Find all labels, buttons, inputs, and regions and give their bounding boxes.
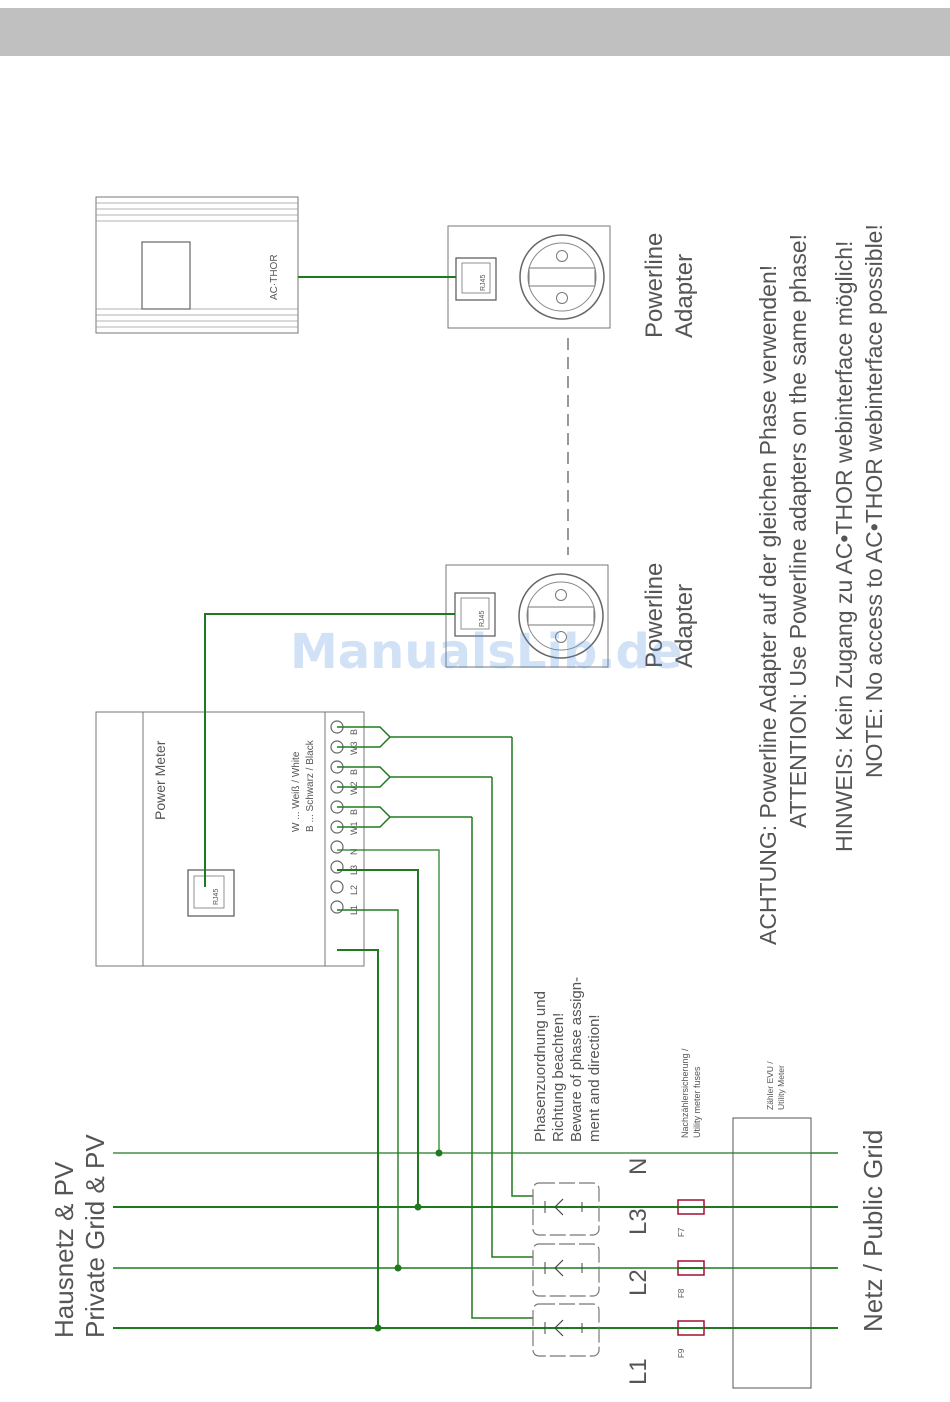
powerline-adapter-top: RJ45 Powerline Adapter	[447, 225, 698, 338]
power-meter: Power Meter RJ45 W ... Weiß / White B ..…	[95, 711, 365, 967]
svg-text:RJ45: RJ45	[480, 275, 487, 291]
meter-terminal-label: N	[349, 849, 359, 856]
legend-black: B ... Schwarz / Black	[305, 739, 316, 832]
public-grid-label: Netz / Public Grid	[858, 1130, 888, 1332]
svg-text:L2: L2	[625, 1269, 652, 1296]
power-meter-title: Power Meter	[152, 740, 168, 820]
svg-text:ment and direction!: ment and direction!	[586, 1014, 603, 1142]
fuse-label: F9	[677, 1348, 686, 1358]
meter-terminal-label: B	[349, 809, 359, 815]
meter-terminal-label: W2	[349, 782, 359, 796]
current-transformer	[532, 1243, 600, 1297]
note-hinweis: HINWEIS: Kein Zugang zu AC•THOR webinter…	[831, 241, 857, 852]
fuse-label: F8	[677, 1288, 686, 1298]
svg-text:L1: L1	[625, 1358, 652, 1385]
phase-assignment-note: Phasenzuordnung und Richtung beachten! B…	[532, 977, 603, 1142]
current-transformers	[532, 1182, 600, 1357]
meter-terminal-label: B	[349, 729, 359, 735]
watermark: ManualsLib.de	[290, 624, 682, 680]
note-achtung: ACHTUNG: Powerline Adapter auf der gleic…	[755, 265, 781, 945]
wires	[113, 276, 838, 1329]
ac-thor-display	[141, 241, 191, 310]
powerline-adapter-label: Adapter	[671, 254, 698, 338]
note-note: NOTE: No access to AC•THOR webinterface …	[861, 224, 887, 778]
junction-dots	[374, 1149, 443, 1332]
svg-text:Nachzählersicherung /: Nachzählersicherung /	[680, 1048, 690, 1138]
svg-text:Richtung beachten!: Richtung beachten!	[550, 1013, 567, 1142]
fuse-note: Nachzählersicherung / Utility meter fuse…	[680, 1048, 702, 1138]
private-grid-label: Hausnetz & PV	[49, 1161, 79, 1338]
meter-terminal-label: L2	[349, 885, 359, 895]
fuse-label: F7	[677, 1227, 686, 1237]
header-bar	[0, 8, 950, 56]
fuses: F9 F8 F7	[677, 1199, 705, 1358]
svg-text:Zähler EVU /: Zähler EVU /	[765, 1061, 775, 1110]
warning-notes: ACHTUNG: Powerline Adapter auf der gleic…	[755, 224, 887, 945]
fuse-icon: F7	[677, 1199, 705, 1237]
fuse-icon: F8	[677, 1260, 705, 1298]
meter-terminal	[330, 900, 344, 914]
meter-terminal	[330, 840, 344, 854]
meter-terminal-label: B	[349, 769, 359, 775]
svg-text:L3: L3	[625, 1208, 652, 1235]
meter-terminal-label: W3	[349, 742, 359, 756]
ac-thor-device: AC·THOR	[95, 196, 299, 334]
legend-white: W ... Weiß / White	[291, 751, 302, 832]
svg-text:Phasenzuordnung und: Phasenzuordnung und	[532, 991, 549, 1142]
svg-text:RJ45: RJ45	[213, 889, 220, 905]
private-grid-label: Private Grid & PV	[80, 1134, 110, 1338]
svg-text:Utility meter fuses: Utility meter fuses	[692, 1066, 702, 1138]
powerline-adapter-label: Powerline	[641, 233, 668, 338]
meter-terminal	[330, 880, 344, 894]
powerline-adapter-label: Powerline	[641, 563, 668, 668]
grid-labels: Hausnetz & PV Private Grid & PV Netz / P…	[49, 1130, 888, 1338]
fuse-icon: F9	[677, 1320, 705, 1358]
powerline-adapter-middle: RJ45 Powerline Adapter	[445, 563, 698, 668]
note-attention: ATTENTION: Use Powerline adapters on the…	[785, 234, 811, 828]
meter-terminal-label: W1	[349, 822, 359, 836]
svg-text:Utility Meter: Utility Meter	[776, 1065, 786, 1110]
current-transformer	[532, 1303, 600, 1357]
meter-terminal	[330, 860, 344, 874]
utility-meter: Zähler EVU / Utility Meter	[732, 1061, 812, 1389]
current-transformer	[532, 1182, 600, 1236]
ac-thor-label: AC·THOR	[269, 254, 280, 300]
phase-labels: L1 L2 L3 N	[625, 1158, 652, 1385]
svg-text:Beware of phase assign-: Beware of phase assign-	[568, 977, 585, 1142]
svg-text:RJ45: RJ45	[479, 611, 486, 627]
svg-text:N: N	[625, 1158, 652, 1175]
powerline-adapter-label: Adapter	[671, 584, 698, 668]
